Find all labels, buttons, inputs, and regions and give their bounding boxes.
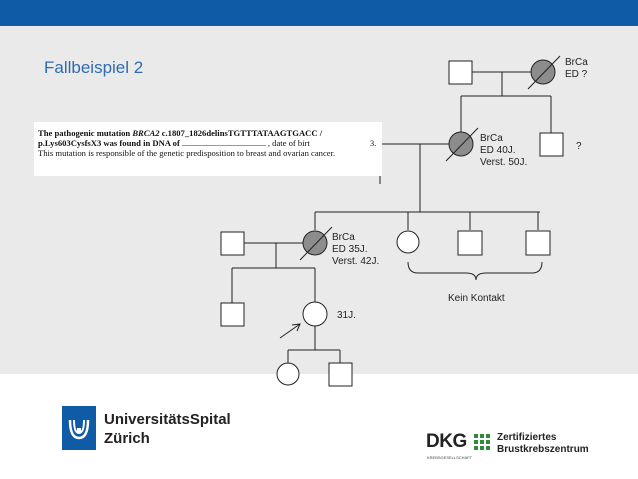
gen3-deceased-slash: [299, 226, 333, 261]
no-contact-bracket: [407, 261, 543, 281]
usz-logo-icon: [62, 406, 96, 450]
dkg-line-1: Zertifiziertes: [497, 432, 557, 443]
gen3-spouse-male: [220, 231, 245, 256]
gen4-male: [220, 302, 245, 327]
proband-arrowhead: [291, 323, 301, 332]
gen3-male-1: [457, 230, 483, 256]
gen1-female-affected: [530, 59, 556, 85]
proband-arrow: [279, 323, 301, 339]
gen1-female-label: BrCa ED ?: [565, 57, 588, 80]
gen3-female-label: BrCa ED 35J. Verst. 42J.: [332, 232, 380, 267]
gen3-female: [396, 230, 420, 254]
gen2-male: [539, 132, 564, 157]
excerpt-line-1: The pathogenic mutation BRCA2 c.1807_182…: [38, 128, 323, 138]
footer-area: [0, 374, 638, 479]
no-contact-label: Kein Kontakt: [448, 293, 505, 304]
gen2-male-unknown-label: ?: [576, 141, 582, 152]
usz-wordmark: UniversitätsSpital Zürich: [104, 410, 231, 448]
dkg-line-2: Brustkrebszentrum: [497, 444, 589, 455]
header-bar: [0, 0, 638, 26]
gen1-deceased-slash: [527, 55, 561, 90]
gen3-male-2: [525, 230, 551, 256]
usz-line-2: Zürich: [104, 430, 150, 447]
gen2-deceased-slash: [445, 127, 479, 162]
gen4-female-age-label: 31J.: [337, 310, 356, 321]
genetic-report-excerpt: The pathogenic mutation BRCA2 c.1807_182…: [34, 122, 382, 176]
gen3-female-affected: [302, 230, 328, 256]
dkg-logo-text: DKG: [426, 431, 467, 452]
dkg-logo: DKG: [426, 431, 467, 453]
gen2-female-affected: [448, 131, 474, 157]
dkg-subtitle: KREBSGESELLSCHAFT: [427, 455, 473, 460]
gen4-female-proband: [302, 301, 328, 327]
excerpt-line-3: This mutation is responsible of the gene…: [38, 148, 336, 158]
gen5-male: [328, 362, 353, 387]
slide-title: Fallbeispiel 2: [44, 58, 144, 77]
usz-line-1: UniversitätsSpital: [104, 411, 231, 428]
gen2-female-label: BrCa ED 40J. Verst. 50J.: [480, 133, 528, 168]
gen5-female: [276, 362, 300, 386]
excerpt-line-2: p.Lys603CysfsX3 was found in DNA of, dat…: [38, 138, 377, 148]
dkg-certification: Zertifiziertes Brustkrebszentrum: [497, 432, 589, 456]
gen1-male: [448, 60, 473, 85]
dkg-grid-icon: [474, 434, 490, 450]
